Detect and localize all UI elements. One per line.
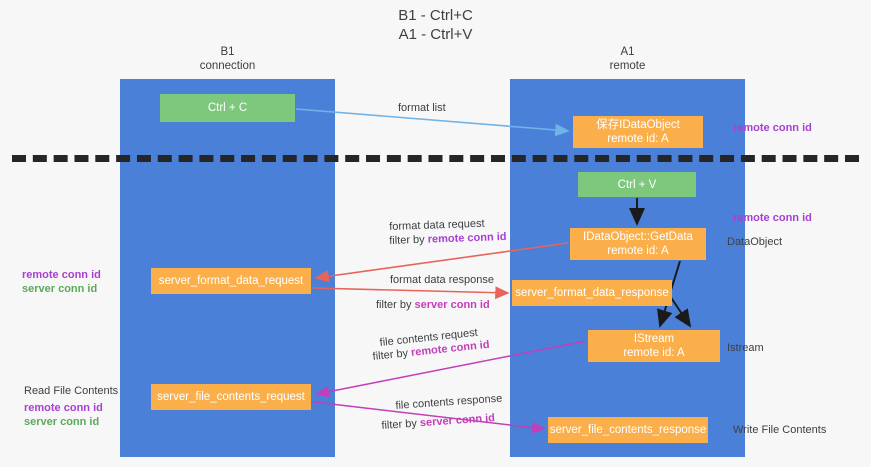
- filter-prefix: filter by: [381, 417, 421, 432]
- node-server-file-contents-response[interactable]: server_file_contents_response: [548, 417, 708, 443]
- edge-label-file-contents-response-filter: filter by server conn id: [381, 411, 495, 433]
- node-idataobject[interactable]: 保存IDataObject remote id: A: [573, 116, 703, 148]
- annotation-write-file-contents: Write File Contents: [733, 424, 827, 436]
- node-istream[interactable]: IStream remote id: A: [588, 330, 720, 362]
- edge-label-format-data-response: format data response: [390, 274, 494, 286]
- node-ctrl-v[interactable]: Ctrl + V: [578, 172, 696, 197]
- arrow-format-data-response: [312, 286, 510, 300]
- filter-prefix: filter by: [372, 346, 412, 363]
- filter-key-remote-conn-id: remote conn id: [427, 230, 507, 246]
- annotation-istream: Istream: [727, 342, 764, 354]
- edge-label-format-data-request-filter: filter by remote conn id: [389, 230, 507, 248]
- filter-key-server-conn-id: server conn id: [414, 299, 490, 311]
- edge-label-format-list: format list: [398, 102, 446, 114]
- edge-label-file-contents-response: file contents response: [395, 392, 503, 412]
- annotation-remote-conn-id-mid: remote conn id: [733, 212, 812, 224]
- annotation-left-remote-conn-id-2: remote conn id: [24, 402, 103, 414]
- annotation-remote-conn-id-top: remote conn id: [733, 122, 812, 134]
- node-server-format-data-request[interactable]: server_format_data_request: [151, 268, 311, 294]
- annotation-left-server-conn-id: server conn id: [22, 283, 98, 295]
- annotation-read-file-contents: Read File Contents: [24, 385, 119, 397]
- annotation-left-conn-ids: remote conn id server conn id: [22, 268, 101, 296]
- column-header-a1: A1 remote: [609, 46, 646, 72]
- node-server-format-data-response[interactable]: server_format_data_response: [512, 280, 672, 306]
- node-server-file-contents-request[interactable]: server_file_contents_request: [151, 384, 311, 410]
- annotation-left-conn-ids-2: remote conn id server conn id: [24, 401, 103, 429]
- annotation-left-server-conn-id-2: server conn id: [24, 416, 100, 428]
- section-divider: [12, 155, 859, 162]
- filter-prefix: filter by: [376, 299, 415, 311]
- node-ctrl-c[interactable]: Ctrl + C: [160, 94, 295, 122]
- page-title: B1 - Ctrl+C A1 - Ctrl+V: [398, 7, 473, 43]
- edge-label-format-data-response-filter: filter by server conn id: [376, 298, 490, 312]
- filter-prefix: filter by: [389, 233, 428, 247]
- annotation-left-remote-conn-id: remote conn id: [22, 269, 101, 281]
- node-idataobject-getdata[interactable]: IDataObject::GetData remote id: A: [570, 228, 706, 260]
- column-header-b1: B1 connection: [199, 46, 256, 72]
- annotation-dataobject: DataObject: [727, 236, 783, 248]
- filter-key-server-conn-id: server conn id: [419, 412, 496, 430]
